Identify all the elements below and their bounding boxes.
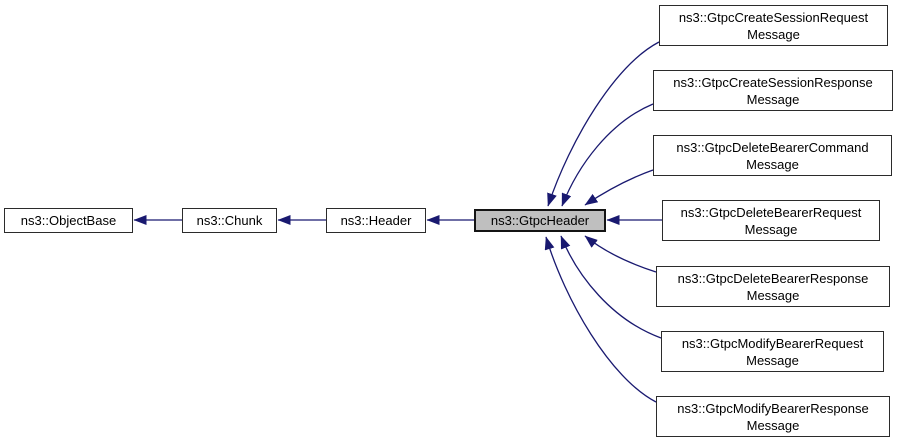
inheritance-arrow-createsessionrequest-to-gtpcheader [547, 41, 660, 207]
class-node-objectbase[interactable]: ns3::ObjectBase [4, 208, 133, 233]
class-node-label-line2: Message [747, 26, 800, 42]
inheritance-arrow-createsessionresponse-to-gtpcheader [561, 103, 654, 207]
class-node-modify-bearer-request-message[interactable]: ns3::GtpcModifyBearerRequest Message [661, 331, 884, 372]
class-node-header[interactable]: ns3::Header [326, 208, 426, 233]
class-node-label-line1: ns3::GtpcDeleteBearerResponse [677, 270, 869, 286]
class-node-label: ns3::GtpcHeader [490, 213, 590, 228]
class-node-gtpcheader-current[interactable]: ns3::GtpcHeader [474, 209, 606, 232]
class-node-delete-bearer-request-message[interactable]: ns3::GtpcDeleteBearerRequest Message [662, 200, 880, 241]
class-node-label-line2: Message [746, 417, 800, 433]
inheritance-arrow-modifybearerresponse-to-gtpcheader [544, 236, 657, 403]
class-node-label-line1: ns3::GtpcDeleteBearerCommand [676, 139, 869, 155]
class-node-label-line2: Message [746, 156, 799, 172]
class-node-label-line1: ns3::GtpcModifyBearerRequest [681, 335, 864, 351]
class-node-label-line1: ns3::GtpcModifyBearerResponse [677, 400, 869, 416]
class-node-label: ns3::Header [340, 213, 412, 228]
class-node-create-session-request-message[interactable]: ns3::GtpcCreateSessionRequest Message [659, 5, 888, 46]
class-node-label-line2: Message [746, 287, 800, 303]
class-node-label: ns3::Chunk [196, 213, 263, 228]
class-node-label-line2: Message [744, 221, 798, 237]
class-node-chunk[interactable]: ns3::Chunk [182, 208, 277, 233]
inheritance-arrow-modifybearerrequest-to-gtpcheader [560, 235, 662, 339]
class-node-label-line1: ns3::GtpcDeleteBearerRequest [680, 204, 862, 220]
class-node-delete-bearer-response-message[interactable]: ns3::GtpcDeleteBearerResponse Message [656, 266, 890, 307]
class-node-label: ns3::ObjectBase [20, 213, 117, 228]
class-node-label-line1: ns3::GtpcCreateSessionRequest [678, 9, 869, 25]
class-node-label-line2: Message [746, 91, 800, 107]
class-node-label-line1: ns3::GtpcCreateSessionResponse [673, 74, 873, 90]
inheritance-arrow-deletebearerresponse-to-gtpcheader [584, 235, 657, 273]
class-node-delete-bearer-command-message[interactable]: ns3::GtpcDeleteBearerCommand Message [653, 135, 892, 176]
class-node-label-line2: Message [746, 352, 799, 368]
inheritance-arrow-deletebearercommand-to-gtpcheader [584, 169, 654, 206]
class-node-create-session-response-message[interactable]: ns3::GtpcCreateSessionResponse Message [653, 70, 893, 111]
class-node-modify-bearer-response-message[interactable]: ns3::GtpcModifyBearerResponse Message [656, 396, 890, 437]
